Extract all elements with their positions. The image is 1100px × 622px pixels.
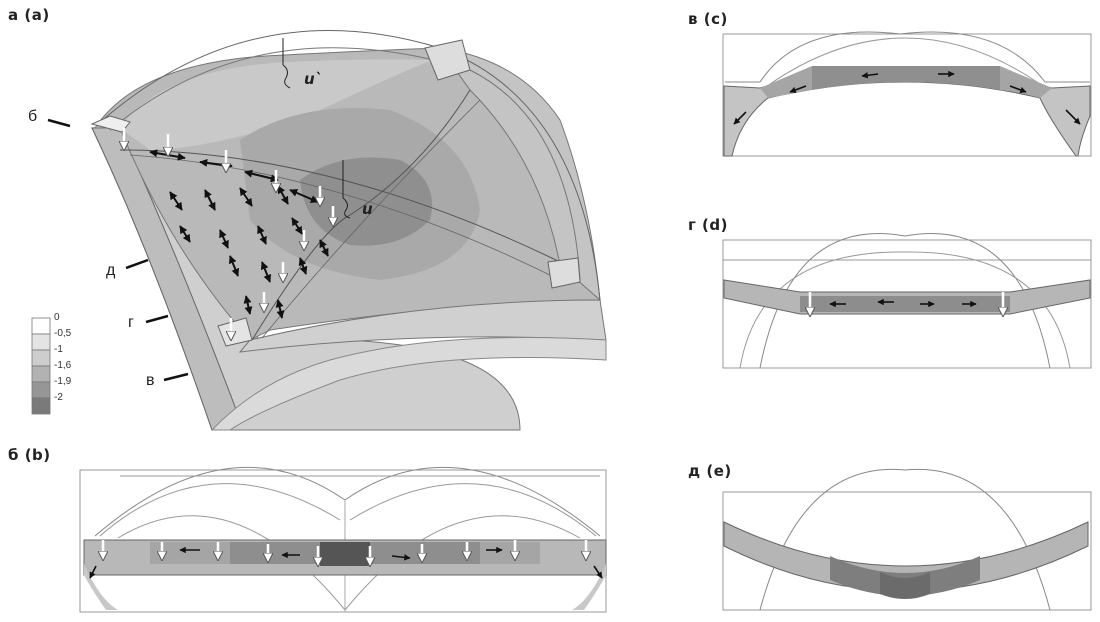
right-arch-bottom — [210, 337, 607, 431]
displacement-label-center: u — [362, 200, 373, 218]
marker-d-tick — [145, 314, 169, 324]
outline-arch-right — [439, 47, 601, 301]
panel-a-label: а (a) — [8, 6, 50, 24]
u-center-squiggle — [342, 197, 351, 219]
marker-e-tick — [125, 258, 149, 270]
legend-swatch — [31, 317, 51, 335]
legend-swatch — [31, 349, 51, 367]
legend-label: 0 — [54, 312, 60, 323]
panel-e-label: д (e) — [688, 462, 732, 480]
legend-swatch — [31, 365, 51, 383]
right-vault-surface — [438, 47, 601, 302]
corner-block-right — [547, 257, 581, 289]
displacement-label-upper: u` — [304, 70, 323, 88]
panel-e-section — [722, 468, 1092, 611]
panel-b-section — [79, 466, 607, 613]
diagonal-rib-2 — [251, 89, 471, 341]
legend-label: -1 — [54, 344, 63, 355]
section-marker-e: д — [106, 262, 116, 279]
corner-block-left — [90, 115, 131, 133]
legend-swatch — [31, 381, 51, 399]
outline-arch-right-2 — [469, 69, 581, 281]
rib-line-2 — [261, 99, 481, 339]
legend — [31, 317, 51, 415]
section-marker-b: б — [28, 108, 38, 125]
panel-c-label: в (c) — [688, 10, 728, 28]
corner-block-top — [424, 39, 471, 81]
panel-d-section — [722, 232, 1092, 369]
panel-d-label: г (d) — [688, 216, 729, 234]
marker-c-tick — [163, 372, 189, 382]
panel-c-section — [722, 31, 1092, 157]
outline-arch-top — [97, 29, 441, 125]
section-marker-c: в — [146, 372, 155, 389]
panel-a-white-arrows — [124, 128, 333, 340]
panel-b-label: б (b) — [8, 446, 51, 464]
legend-swatch — [31, 397, 51, 415]
panel-a-vault — [47, 29, 607, 431]
legend-label: -2 — [54, 392, 63, 403]
legend-label: -1,6 — [54, 360, 72, 371]
contour-light — [120, 59, 432, 151]
legend-label: -0,5 — [54, 328, 72, 339]
marker-b-tick — [47, 118, 71, 128]
outline-arch-top-2 — [109, 47, 471, 131]
section-marker-d: г — [128, 314, 134, 331]
legend-swatch — [31, 333, 51, 351]
legend-label: -1,9 — [54, 376, 72, 387]
u-upper-squiggle — [282, 64, 291, 89]
